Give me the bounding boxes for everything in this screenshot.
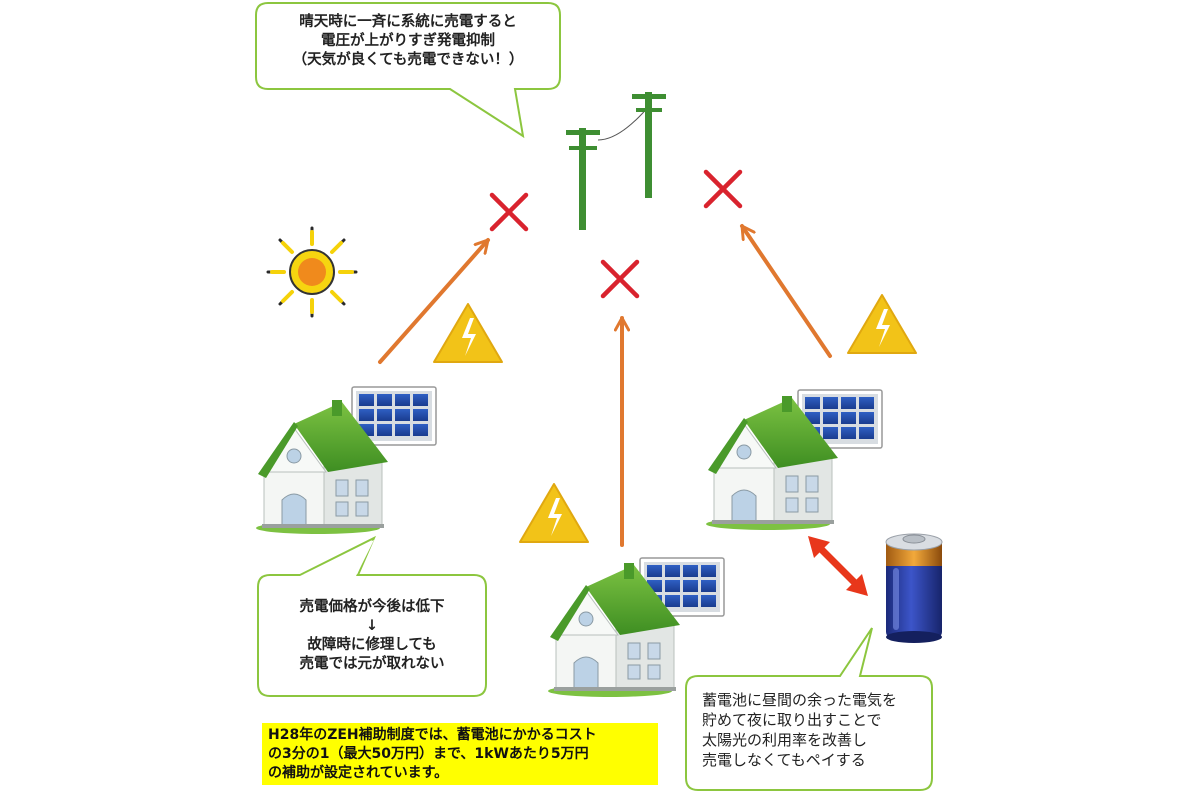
- bubble-left-line: 故障時に修理しても: [307, 637, 437, 653]
- arrow-right: [740, 224, 832, 358]
- double-arrow-icon: [808, 536, 868, 596]
- bubble-right-line: 太陽光の利用率を改善し: [702, 731, 868, 749]
- bubble-right-line: 売電しなくてもペイする: [702, 751, 866, 769]
- utility-pole-icon: [566, 92, 666, 230]
- cross-mark-icon: [603, 262, 637, 296]
- bubble-left: [257, 535, 487, 697]
- sun-icon: [266, 226, 358, 318]
- bubble-right-line: 蓄電池に昼間の余った電気を: [702, 691, 898, 709]
- bubble-right: [685, 627, 933, 791]
- subsidy-note-line: の3分の1（最大50万円）まで、1kWあたり5万円: [268, 746, 589, 762]
- battery-icon: [885, 533, 943, 643]
- subsidy-note-line: の補助が設定されています。: [268, 765, 449, 781]
- bubble-left-text: 売電価格が今後は低下 ↓ 故障時に修理しても 売電では元が取れない: [262, 598, 482, 674]
- arrow-left: [378, 238, 490, 364]
- bubble-top-line: 電圧が上がりすぎ発電抑制: [321, 33, 495, 49]
- power-flow-arrows: [378, 224, 832, 547]
- subsidy-note-line: H28年のZEH補助制度では、蓄電池にかかるコスト: [268, 727, 597, 743]
- cross-mark-icon: [492, 195, 526, 229]
- bubble-top: [255, 2, 561, 139]
- bubble-left-line: 売電では元が取れない: [299, 656, 445, 672]
- warning-lightning-icon: [433, 303, 503, 363]
- warning-lightning-icon: [519, 483, 589, 543]
- warning-lightning-icon: [847, 294, 917, 354]
- bubble-top-text: 晴天時に一斉に系統に売電すると 電圧が上がりすぎ発電抑制 （天気が良くても売電で…: [262, 13, 554, 70]
- bubble-left-line: 売電価格が今後は低下: [299, 599, 445, 615]
- bubble-top-line: （天気が良くても売電できない！）: [292, 52, 524, 68]
- bubble-top-line: 晴天時に一斉に系統に売電すると: [299, 14, 517, 30]
- cross-mark-icon: [706, 172, 740, 206]
- subsidy-note: H28年のZEH補助制度では、蓄電池にかかるコスト の3分の1（最大50万円）ま…: [262, 723, 658, 785]
- bubble-right-line: 貯めて夜に取り出すことで: [702, 711, 882, 729]
- bubble-left-line: ↓: [365, 618, 379, 634]
- bubble-right-text: 蓄電池に昼間の余った電気を 貯めて夜に取り出すことで 太陽光の利用率を改善し 売…: [702, 690, 928, 770]
